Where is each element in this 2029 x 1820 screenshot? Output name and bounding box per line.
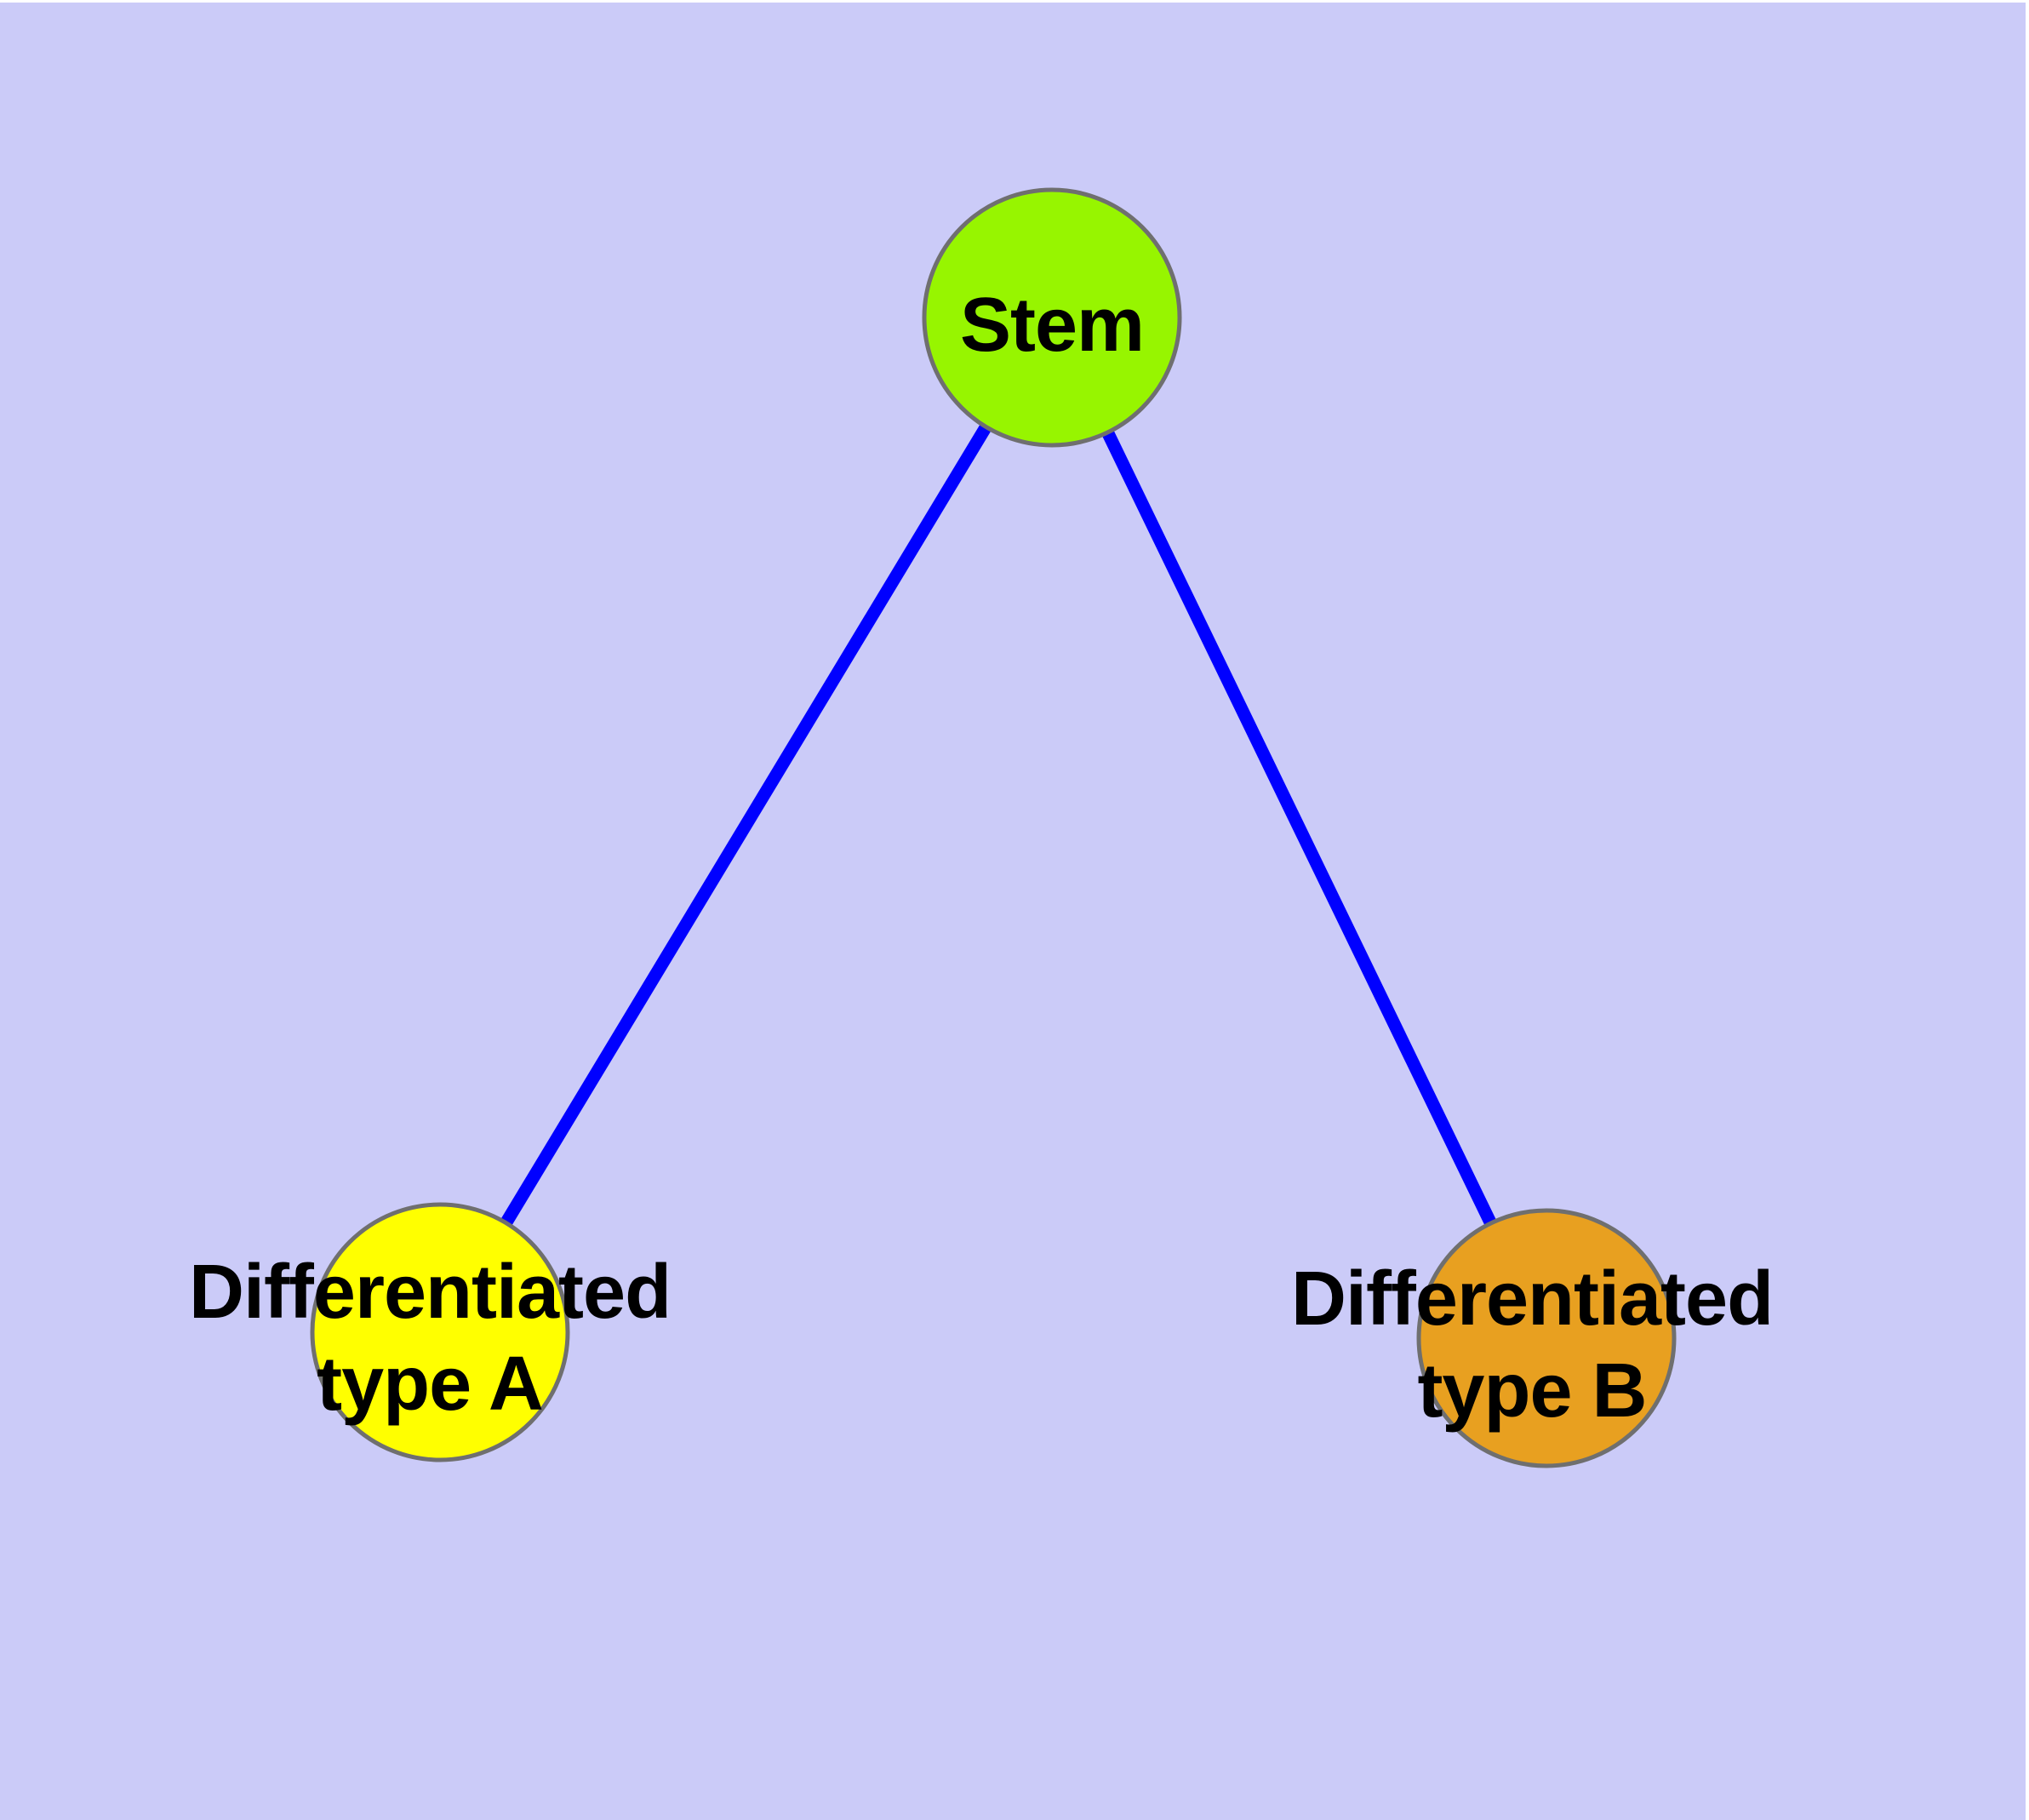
node-type-b-circle[interactable] [1416, 1208, 1677, 1468]
node-type-a-circle[interactable] [310, 1202, 570, 1462]
node-type-b-label-line2: type B [1417, 1348, 1647, 1434]
node-stem-circle[interactable] [922, 187, 1182, 448]
edge-stem-to-type-b [1046, 314, 1552, 1342]
node-type-a-label-line2: type A [317, 1342, 544, 1427]
node-type-a-label-line1: Differentiated [188, 1250, 672, 1335]
edge-stem-to-type-a [434, 314, 1058, 1336]
node-type-a-label: Differentiated type A [188, 1246, 672, 1430]
node-type-b-label-line1: Differentiated [1290, 1256, 1774, 1342]
node-type-b-label: Differentiated type B [1290, 1253, 1774, 1437]
node-stem-label: Stem [959, 283, 1145, 368]
